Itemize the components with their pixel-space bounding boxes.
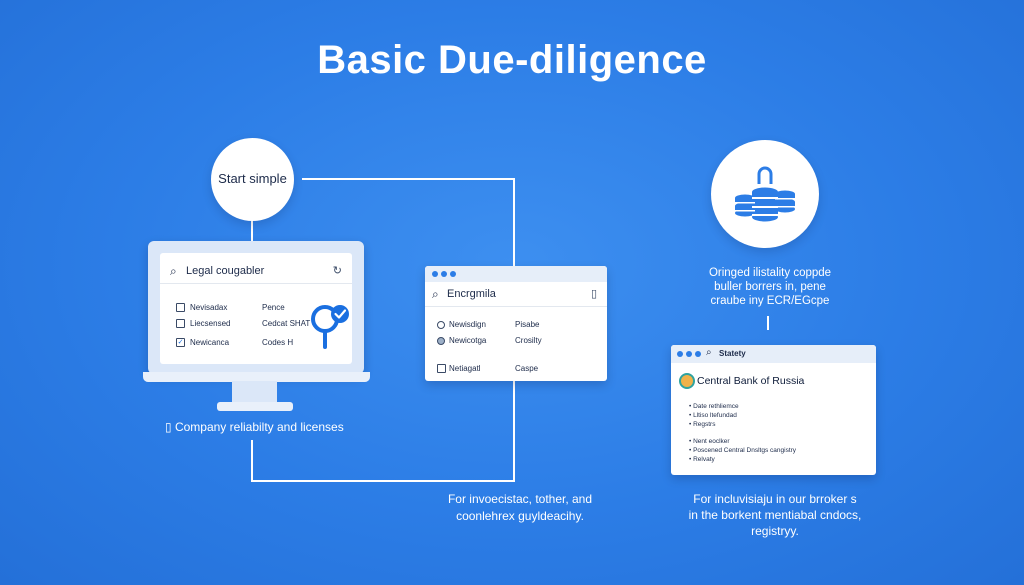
search-icon: ⌕	[706, 347, 712, 358]
right-window-list-2: • Nent eoclker • Poscened Central Dnsltg…	[689, 437, 796, 464]
list-item: • Regstrs	[689, 421, 716, 428]
middle-caption-line-1: For invoecistac, tother, and	[447, 492, 593, 506]
middle-row-2-value: Crosilty	[515, 336, 542, 345]
window-dot-icon	[450, 271, 456, 277]
database-circle	[711, 140, 819, 248]
window-dot-icon	[677, 351, 683, 357]
monitor-row-2-value: Cedcat SHAT	[262, 319, 311, 328]
right-caption: For incluvisiaju in our brroker s in the…	[660, 492, 890, 538]
right-caption-line-2: in the borkent mentiabal cndocs,	[688, 508, 862, 522]
middle-row-2-label: Newicotga	[449, 336, 487, 345]
connector-bottom	[251, 480, 515, 482]
connector-start-down	[251, 221, 253, 241]
middle-row-1-radio[interactable]	[437, 321, 445, 329]
middle-window: ⌕ Encrgmila ▯ Newisdign Pisabe Newicotga…	[425, 266, 607, 381]
start-circle: Start simple	[211, 138, 294, 221]
start-circle-label: Start simple	[218, 171, 287, 186]
search-icon: ⌕	[170, 264, 177, 278]
connector-right-tick	[767, 316, 769, 330]
list-item: • Poscened Central Dnsltgs cangistry	[689, 447, 797, 454]
monitor-row-2-checkbox[interactable]	[176, 319, 185, 328]
monitor-stand	[232, 381, 277, 403]
connector-vertical-bottom	[513, 381, 515, 482]
monitor-foot	[217, 402, 293, 411]
refresh-icon[interactable]: ↻	[332, 265, 342, 277]
middle-search-bar[interactable]: ⌕ Encrgmila ▯	[425, 284, 607, 307]
right-search-text[interactable]: Statety	[719, 349, 746, 358]
middle-window-tab-bar	[425, 266, 607, 282]
middle-row-3-label: Netiagatl	[449, 364, 481, 373]
database-icon	[735, 166, 795, 222]
connector-monitor-down	[251, 440, 253, 481]
document-icon: ▯	[165, 420, 172, 434]
right-window-list-1: • Date rethliemce • Lltiso ltefundad • R…	[689, 402, 739, 429]
right-caption-line-1: For incluvisiaju in our brroker s	[693, 492, 857, 506]
right-description-line-2: buller borrers in, pene	[714, 281, 826, 293]
right-caption-line-3: registryy.	[751, 524, 799, 538]
monitor-search-text: Legal cougabler	[186, 265, 265, 277]
monitor-caption: ▯ Company reliabilty and licenses	[165, 420, 355, 434]
right-description-line-1: Oringed ilistality coppde	[708, 267, 832, 279]
list-item: • Lltiso ltefundad	[689, 412, 737, 419]
window-dot-icon	[441, 271, 447, 277]
list-item: • Date rethliemce	[689, 403, 739, 410]
magnifier-check-icon	[311, 305, 349, 349]
monitor-search-bar[interactable]: ⌕ Legal cougabler ↻	[160, 261, 352, 284]
monitor: ⌕ Legal cougabler ↻ Nevisadax Pence Liec…	[148, 241, 364, 374]
middle-caption-line-2: coonlehrex guyldeacihy.	[456, 509, 584, 523]
bank-logo-icon	[679, 373, 695, 389]
middle-row-3-checkbox[interactable]	[437, 364, 446, 373]
right-window-tab-bar: ⌕ Statety	[671, 345, 876, 363]
list-item: • Nent eoclker	[689, 438, 730, 445]
monitor-row-1-checkbox[interactable]	[176, 303, 185, 312]
monitor-base	[143, 372, 370, 382]
right-description: Oringed ilistality coppde buller borrers…	[680, 266, 860, 308]
monitor-caption-text: Company reliabilty and licenses	[174, 420, 344, 434]
middle-row-3-value: Caspe	[515, 364, 539, 373]
middle-row-1-label: Newisdign	[449, 320, 486, 329]
monitor-row-3-label: Newicanca	[190, 338, 230, 347]
connector-start-right	[302, 178, 515, 180]
middle-row-1-value: Pisabe	[515, 320, 540, 329]
list-item: • Relvaty	[689, 456, 715, 463]
connector-vertical-top	[513, 178, 515, 266]
monitor-screen: ⌕ Legal cougabler ↻ Nevisadax Pence Liec…	[160, 253, 352, 364]
window-dot-icon	[695, 351, 701, 357]
window-dot-icon	[686, 351, 692, 357]
right-description-line-3: craube iny ECR/EGcpe	[710, 295, 830, 307]
monitor-row-1-label: Nevisadax	[190, 303, 228, 312]
middle-caption: For invoecistac, tother, and coonlehrex …	[410, 492, 630, 523]
middle-row-2-radio[interactable]	[437, 337, 445, 345]
monitor-row-1-value: Pence	[262, 303, 285, 312]
middle-search-text: Encrgmila	[447, 288, 496, 300]
monitor-row-3-value: Codes H	[262, 338, 294, 347]
search-icon: ⌕	[432, 287, 439, 301]
right-window: ⌕ Statety Central Bank of Russia • Date …	[671, 345, 876, 475]
page-title: Basic Due-diligence	[317, 38, 707, 82]
monitor-row-2-label: Liecsensed	[190, 319, 231, 328]
monitor-row-3-checkbox[interactable]: ✓	[176, 338, 185, 347]
bookmark-icon[interactable]: ▯	[590, 288, 597, 300]
window-dot-icon	[432, 271, 438, 277]
right-window-heading: Central Bank of Russia	[697, 375, 805, 387]
